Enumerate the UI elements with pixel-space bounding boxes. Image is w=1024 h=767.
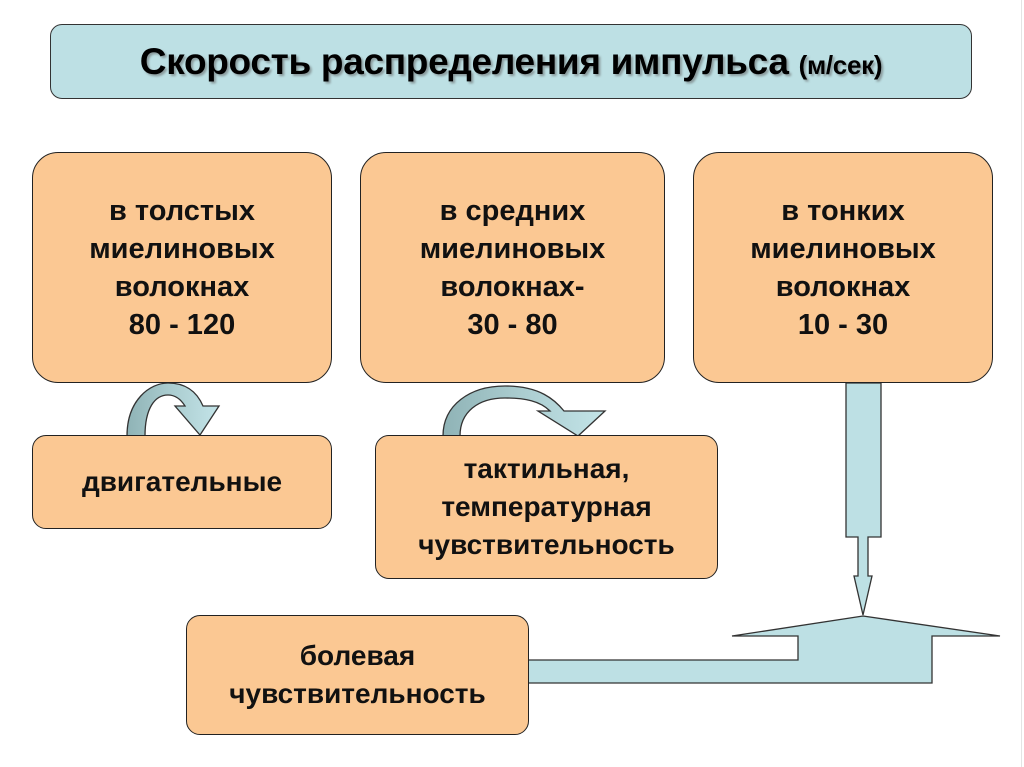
down-arrow-icon [845,382,882,616]
fiber-label-line: миелиновых [750,232,936,265]
function-label-line: чувствительность [229,678,486,709]
function-label-line: температурная [441,491,652,522]
fiber-speed: 30 - 80 [467,308,558,341]
fiber-speed: 10 - 30 [797,308,889,341]
fiber-label-line: в толстых [109,194,255,227]
connector-arrow-icon [527,615,1001,684]
fiber-label-line: волокнах [114,270,250,303]
title-unit: (м/сек) [798,49,883,80]
page-title: Скорость распределения импульса (м/сек) [139,40,883,83]
fiber-speed: 80 - 120 [128,308,236,341]
function-label-line: болевая [299,640,416,671]
curved-arrow-icon-2 [442,385,607,437]
fiber-box-thin: в тонких миелиновых волокнах 10 - 30 [693,152,993,383]
motor-box: двигательные [32,435,332,529]
fiber-label-line: в средних [439,194,586,227]
title-box: Скорость распределения импульса (м/сек) [50,24,972,99]
function-label-line: чувствительность [418,529,675,560]
fiber-label-line: в тонких [781,194,905,227]
fiber-label-line: волокнах- [440,270,585,303]
pain-box: болевая чувствительность [186,615,529,735]
title-text: Скорость распределения импульса [139,40,789,82]
fiber-box-medium: в средних миелиновых волокнах- 30 - 80 [360,152,665,383]
tactile-box: тактильная, температурная чувствительнос… [375,435,718,579]
fiber-label-line: миелиновых [419,232,606,265]
function-label-line: двигательные [81,466,283,497]
curved-arrow-icon-1 [126,382,221,437]
fiber-label-line: миелиновых [89,232,275,265]
slide-edge [1021,0,1022,767]
function-label-line: тактильная, [463,453,630,484]
fiber-box-thick: в толстых миелиновых волокнах 80 - 120 [32,152,332,383]
fiber-label-line: волокнах [775,270,911,303]
